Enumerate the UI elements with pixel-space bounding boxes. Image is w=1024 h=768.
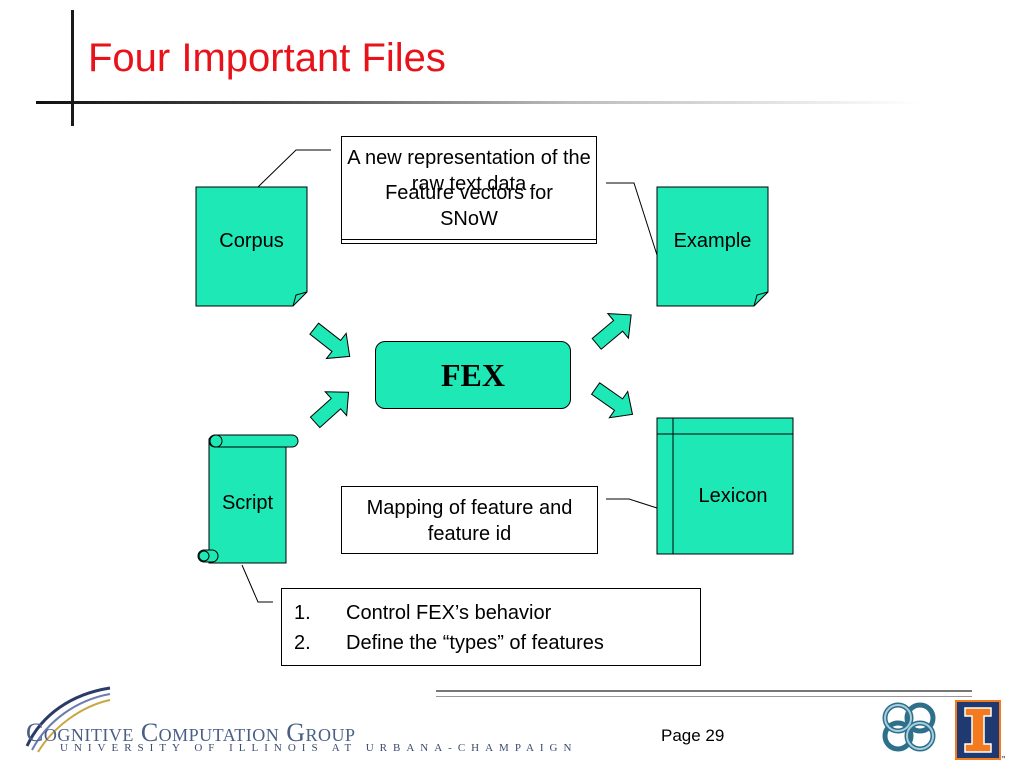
title-horizontal-rule — [36, 101, 921, 104]
script-item: 2. Define the “types” of features — [294, 628, 700, 658]
script-item-number: 1. — [294, 602, 311, 624]
lexicon-storage-shape — [656, 417, 794, 555]
title-vertical-rule — [71, 10, 74, 126]
knot-logo-icon — [882, 702, 936, 752]
script-item-number: 2. — [294, 632, 311, 654]
lexicon-callout-connector — [606, 498, 658, 509]
arrow-fex-to-example — [591, 313, 632, 350]
corpus-note: A new representation of the raw text dat… — [347, 147, 591, 195]
arrow-script-to-fex — [309, 391, 350, 429]
script-item-text: Define the “types” of features — [346, 632, 604, 654]
example-callout-connector — [606, 182, 658, 256]
callout-separator — [342, 239, 596, 240]
script-item-text: Control FEX’s behavior — [346, 602, 552, 624]
corpus-document-shape — [195, 186, 308, 307]
slide-title: Four Important Files — [88, 36, 446, 80]
example-label: Example — [673, 230, 752, 252]
logo-main-text: Cognitive Computation Group — [26, 718, 356, 747]
script-scroll-shape — [197, 434, 299, 564]
arrow-fex-to-lexicon — [590, 382, 634, 419]
lexicon-label: Lexicon — [698, 485, 768, 507]
logo-swoosh-icon — [25, 686, 111, 753]
logo-sub-text: UNIVERSITY OF ILLINOIS AT URBANA-CHAMPAI… — [60, 742, 578, 754]
script-callout-connector — [241, 564, 273, 603]
script-label: Script — [221, 492, 274, 514]
corpus-document-fold — [292, 291, 308, 307]
page-number: Page 29 — [661, 726, 725, 745]
example-note: Feature vectors for SNoW — [385, 182, 553, 230]
svg-text:™: ™ — [1001, 755, 1005, 762]
arrow-corpus-to-fex — [309, 322, 351, 360]
example-document-shape — [656, 186, 769, 307]
corpus-example-callout: A new representation of the raw text dat… — [341, 136, 597, 244]
corpus-label: Corpus — [219, 230, 284, 252]
illinois-logo-icon: ™ — [955, 700, 1005, 762]
fex-node: FEX — [375, 341, 571, 409]
example-document-fold — [753, 291, 769, 307]
script-callout: 1. Control FEX’s behavior 2. Define the … — [281, 588, 701, 666]
lexicon-callout: Mapping of feature and feature id — [341, 486, 598, 554]
script-item: 1. Control FEX’s behavior — [294, 598, 700, 628]
footer-rule — [436, 690, 972, 697]
corpus-callout-connector — [257, 149, 331, 188]
